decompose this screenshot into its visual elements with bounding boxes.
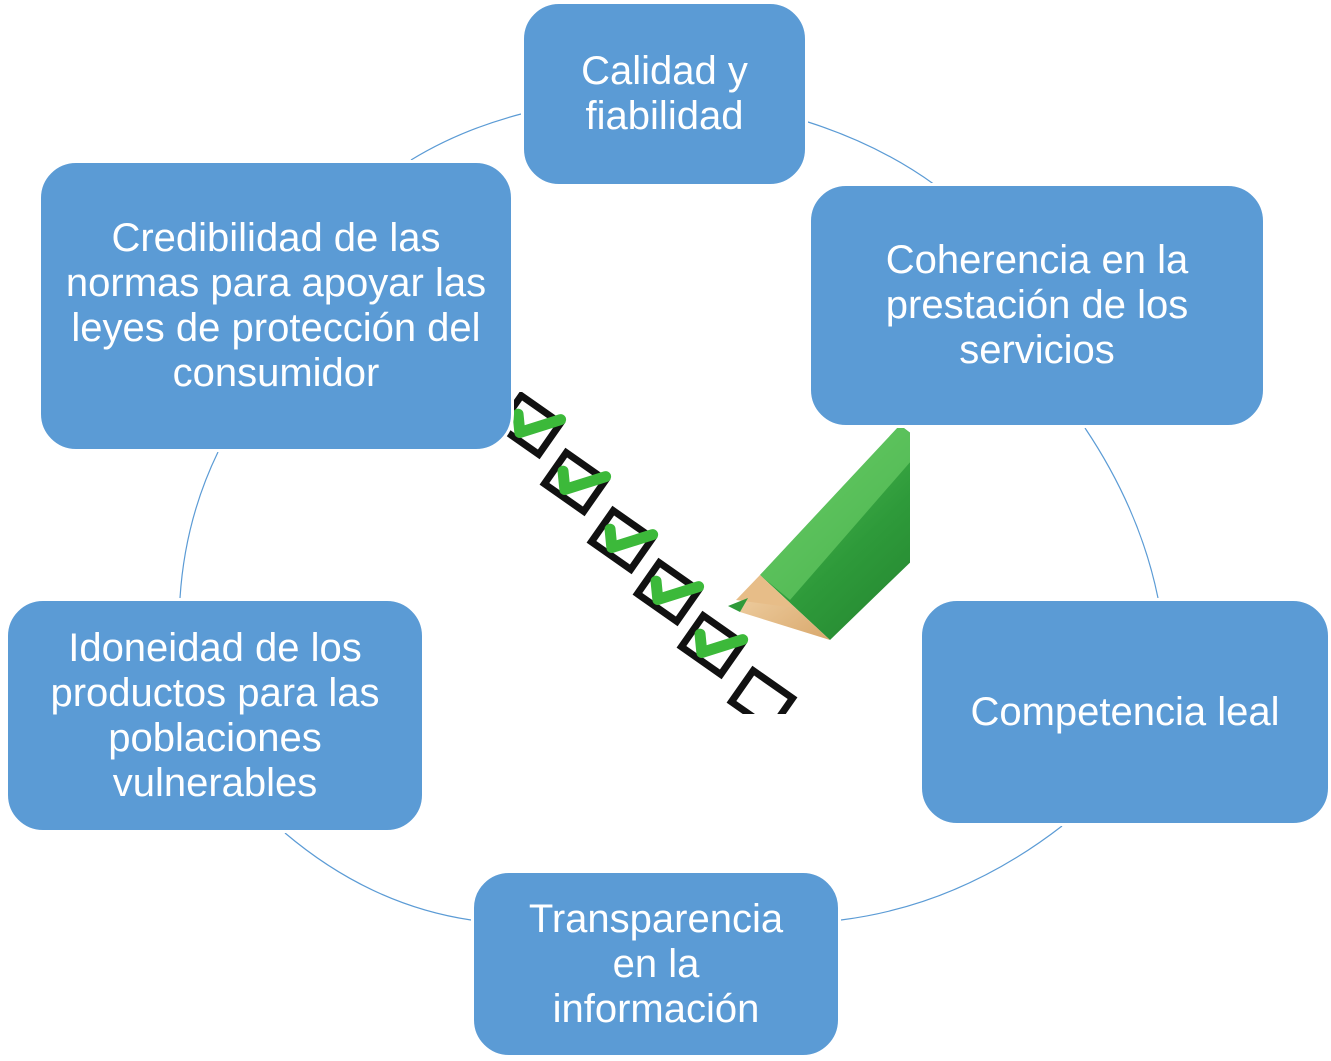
connector-arc: [179, 451, 219, 599]
connector-arc: [1084, 427, 1159, 599]
node-label: Idoneidad de los productos para las pobl…: [50, 625, 380, 805]
node-label: Competencia leal: [970, 689, 1280, 734]
node-label: Transparencia en la información: [528, 896, 784, 1031]
cycle-node-idoneidad: Idoneidad de los productos para las pobl…: [5, 598, 425, 833]
pencil-icon: [728, 425, 910, 640]
cycle-node-credibilidad: Credibilidad de las normas para apoyar l…: [38, 160, 514, 452]
cycle-node-competencia: Competencia leal: [919, 598, 1331, 826]
node-label: Credibilidad de las normas para apoyar l…: [65, 216, 487, 395]
connector-arc: [284, 832, 472, 921]
checkbox-checked: [586, 505, 659, 575]
connector-arc: [807, 121, 936, 186]
connector-arc: [840, 825, 1063, 921]
checkbox-checked: [632, 557, 705, 627]
node-label: Coherencia en la prestación de los servi…: [885, 238, 1189, 372]
checkbox-checked: [676, 610, 749, 680]
cycle-node-transparencia: Transparencia en la información: [471, 870, 841, 1058]
node-label: Calidad y fiabilidad: [581, 49, 748, 138]
cycle-node-coherencia: Coherencia en la prestación de los servi…: [808, 183, 1266, 428]
checkbox-unchecked: [726, 665, 798, 714]
checkbox-checked: [539, 447, 612, 517]
cycle-node-calidad: Calidad y fiabilidad: [521, 1, 808, 187]
connector-arc: [410, 113, 522, 161]
